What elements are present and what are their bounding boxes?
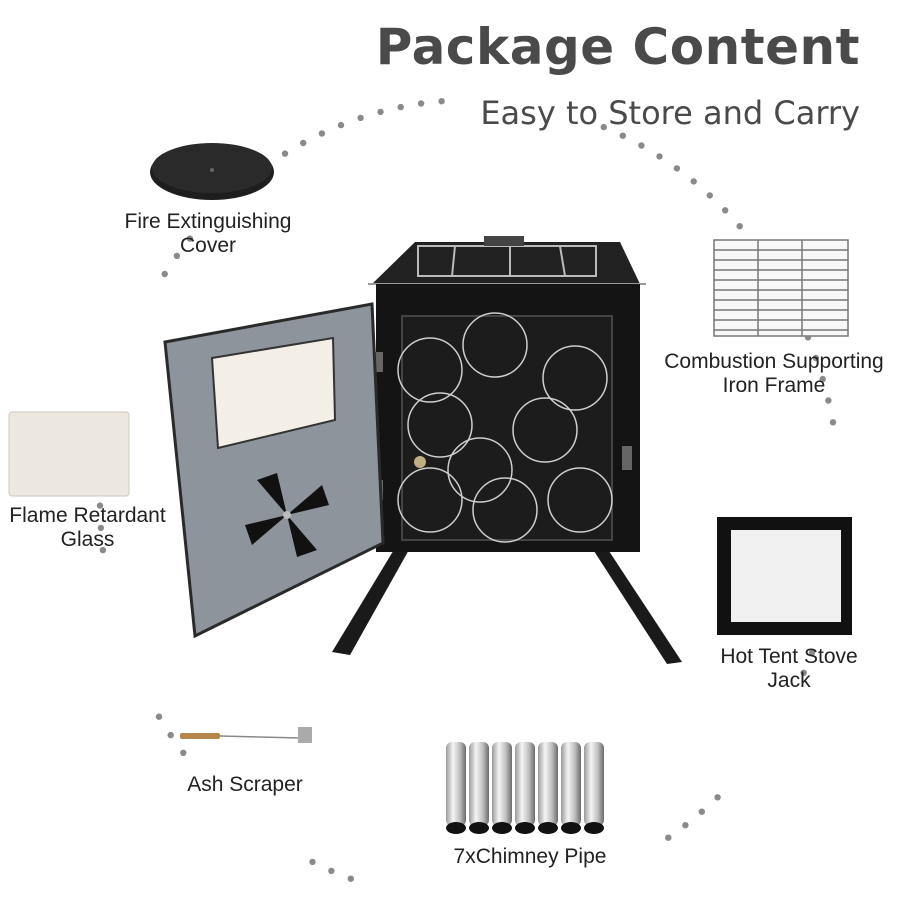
dot <box>722 207 729 214</box>
item-label-fire-extinguishing-cover: Fire Extinguishing Cover <box>98 210 318 258</box>
chimney-pipe <box>584 742 604 834</box>
item-label-ash-scraper: Ash Scraper <box>160 773 330 797</box>
dot <box>619 132 626 139</box>
dot <box>812 354 820 362</box>
dot <box>328 867 335 875</box>
stove-image <box>163 236 682 664</box>
item-label-hot-tent-stove-jack: Hot Tent Stove Jack <box>694 645 884 693</box>
dot <box>318 130 326 137</box>
item-label-line: 7xChimney Pipe <box>453 845 607 868</box>
dot <box>161 270 168 278</box>
dot <box>417 100 425 107</box>
dot <box>186 235 194 242</box>
dot <box>180 749 187 756</box>
dot <box>600 123 607 131</box>
page-title: Package Content <box>375 18 860 76</box>
dot <box>167 731 174 739</box>
dot <box>397 103 404 111</box>
item-label-line: Cover <box>179 234 237 257</box>
dot <box>337 121 345 129</box>
dot <box>682 822 689 829</box>
dot <box>300 139 307 147</box>
dot <box>829 419 837 426</box>
item-label-chimney-pipe: 7xChimney Pipe <box>430 845 630 869</box>
dot <box>97 524 105 532</box>
item-label-line: Jack <box>767 669 811 692</box>
item-label-line: Hot Tent Stove <box>720 645 858 668</box>
dot <box>155 713 163 720</box>
chimney-pipe <box>446 742 466 834</box>
dot <box>96 502 104 509</box>
dot <box>438 98 445 105</box>
chimney-pipe <box>561 742 581 834</box>
flame-retardant-glass-image <box>8 411 130 497</box>
chimney-pipe <box>469 742 489 834</box>
dot <box>698 808 705 815</box>
dot <box>808 649 816 656</box>
chimney-pipes-image <box>446 742 604 834</box>
ash-scraper-image <box>180 727 312 743</box>
chimney-pipe <box>515 742 535 834</box>
dot <box>819 375 826 383</box>
dot <box>714 794 721 801</box>
fire-extinguishing-cover-image <box>150 143 274 200</box>
dot <box>357 114 364 122</box>
item-label-line: Glass <box>60 528 115 551</box>
chimney-pipe <box>538 742 558 834</box>
dot <box>673 165 681 172</box>
dot <box>173 252 181 260</box>
dot <box>309 858 316 866</box>
dot <box>656 153 663 160</box>
dot <box>690 178 697 185</box>
dot <box>377 108 384 116</box>
item-label-line: Iron Frame <box>722 374 826 397</box>
dot <box>347 875 354 882</box>
dot <box>665 834 672 841</box>
dot <box>736 223 743 230</box>
dot <box>281 150 289 157</box>
item-label-line: Flame Retardant <box>9 504 166 527</box>
page-subtitle: Easy to Store and Carry <box>480 94 860 132</box>
item-label-flame-retardant-glass: Flame Retardant Glass <box>0 504 175 552</box>
iron-frame-image <box>713 239 849 337</box>
dot <box>800 669 807 676</box>
dot <box>99 546 107 554</box>
item-label-line: Combustion Supporting <box>664 350 884 373</box>
dot <box>638 142 645 149</box>
dot <box>825 397 832 404</box>
chimney-pipe <box>492 742 512 834</box>
item-label-combustion-iron-frame: Combustion Supporting Iron Frame <box>648 350 900 398</box>
dot <box>706 192 713 199</box>
stove-jack-image <box>717 517 852 635</box>
item-label-line: Ash Scraper <box>187 773 303 796</box>
item-label-line: Fire Extinguishing <box>124 210 292 233</box>
